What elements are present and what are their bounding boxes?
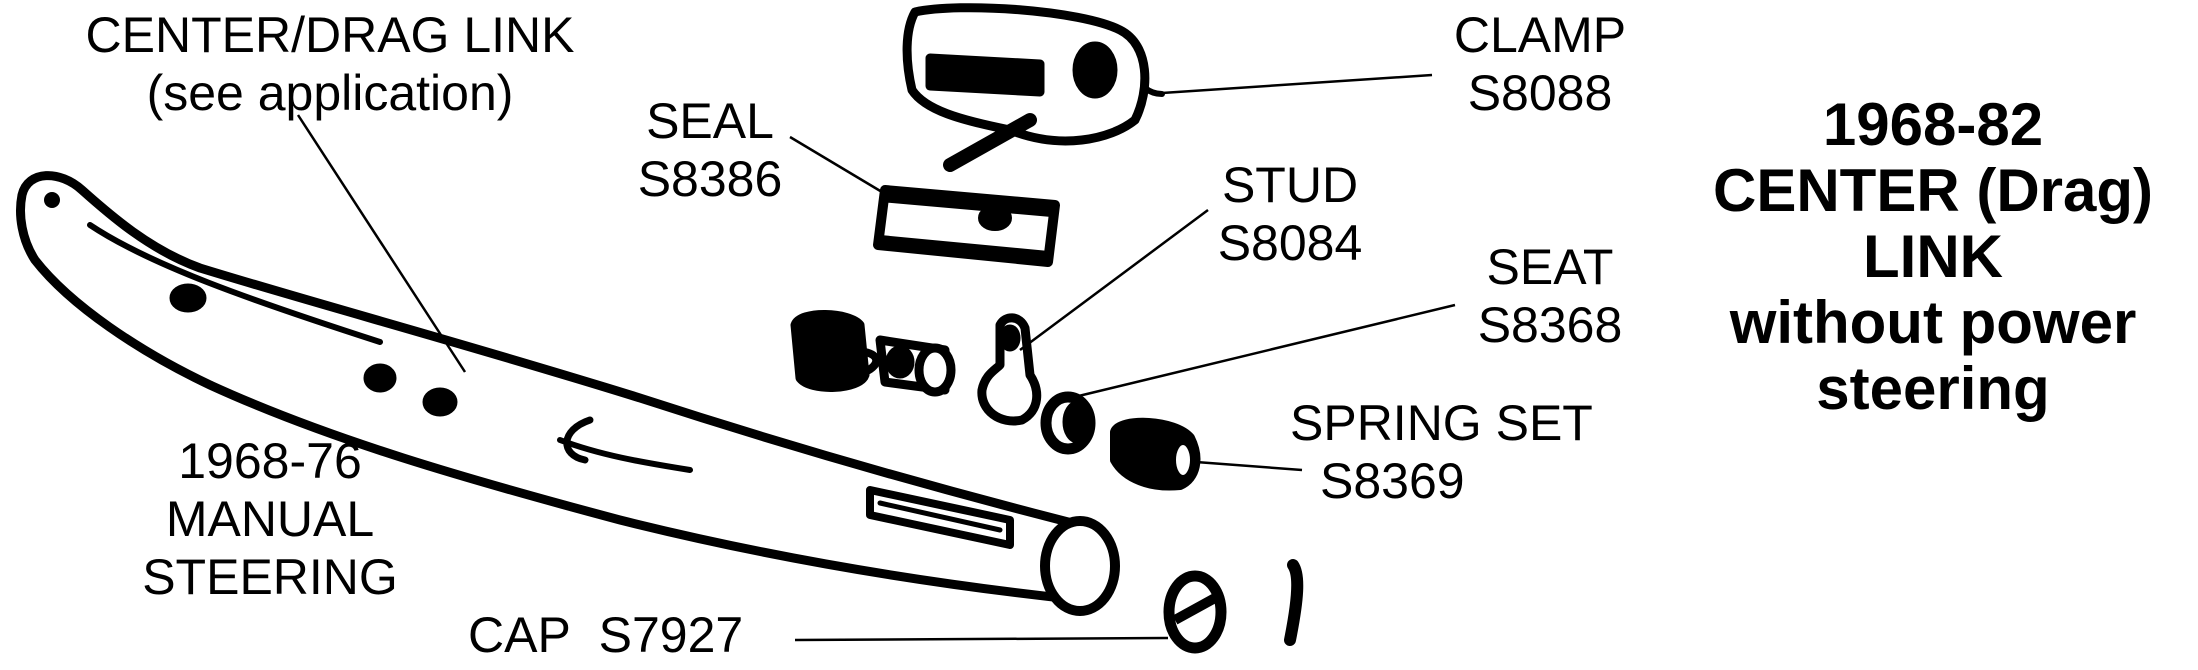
title-line2: CENTER (Drag) xyxy=(1712,157,2153,224)
label-cap-name: CAP xyxy=(468,607,571,663)
label-seat-part: S8368 xyxy=(1477,297,1623,353)
spring-set-illustration xyxy=(1110,417,1201,491)
leader-center-drag-link xyxy=(296,114,467,373)
drag-link-illustration xyxy=(16,171,1120,616)
label-seat-name: SEAT xyxy=(1486,239,1614,295)
stud-illustration xyxy=(790,310,1042,426)
label-clamp-name: CLAMP xyxy=(1453,7,1627,63)
label-manual-steering-line1: 1968-76 xyxy=(178,433,362,489)
title-line4: without power xyxy=(1729,289,2137,356)
label-manual-steering: 1968-76 MANUAL STEERING xyxy=(120,432,420,606)
label-seal: SEAL S8386 xyxy=(620,92,800,208)
leader-seat xyxy=(1061,303,1456,402)
diagram-title: 1968-82 CENTER (Drag) LINK without power… xyxy=(1668,92,2198,422)
leader-cap xyxy=(794,636,1169,642)
leader-spring-set xyxy=(1195,460,1303,472)
label-stud-part: S8084 xyxy=(1217,215,1363,271)
label-clamp-part: S8088 xyxy=(1467,65,1613,121)
label-spring-set-part: S8369 xyxy=(1320,453,1465,509)
label-center-drag-link-line1: CENTER/DRAG LINK xyxy=(85,7,575,63)
title-line1: 1968-82 xyxy=(1822,91,2044,158)
clamp-illustration xyxy=(902,3,1165,172)
leader-stud xyxy=(1019,208,1209,352)
seal-illustration xyxy=(873,185,1060,267)
label-stud-name: STUD xyxy=(1221,157,1359,213)
label-manual-steering-line2: MANUAL xyxy=(165,491,375,547)
leader-seal xyxy=(789,135,888,197)
label-manual-steering-line3: STEERING xyxy=(142,549,398,605)
label-center-drag-link: CENTER/DRAG LINK (see application) xyxy=(40,6,620,122)
label-stud: STUD S8084 xyxy=(1190,156,1390,272)
leader-lines xyxy=(296,73,1456,642)
label-cap: CAP S7927 xyxy=(468,606,808,664)
title-line3: LINK xyxy=(1863,223,2003,290)
leader-clamp xyxy=(1161,73,1433,95)
label-cap-part: S7927 xyxy=(598,607,744,663)
label-spring-set: SPRING SET S8369 xyxy=(1290,394,1650,510)
label-spring-set-name: SPRING SET xyxy=(1290,395,1593,451)
label-seal-name: SEAL xyxy=(646,93,774,149)
cap-illustration xyxy=(1163,559,1304,654)
title-line5: steering xyxy=(1816,355,2050,422)
seat-illustration xyxy=(1040,391,1096,455)
label-seal-part: S8386 xyxy=(637,151,783,207)
label-center-drag-link-line2: (see application) xyxy=(146,65,514,121)
label-seat: SEAT S8368 xyxy=(1440,238,1660,354)
label-clamp: CLAMP S8088 xyxy=(1420,6,1660,122)
